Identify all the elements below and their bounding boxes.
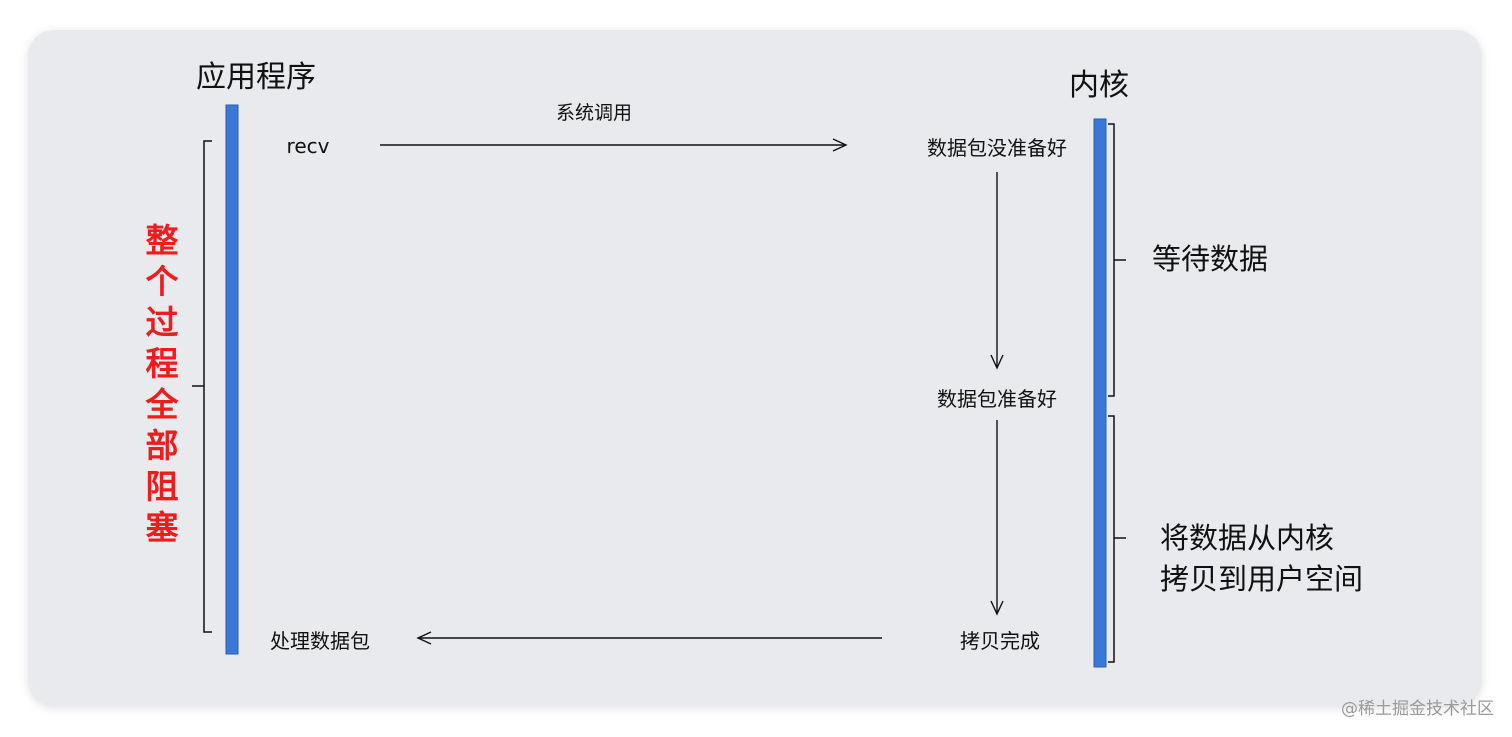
recv-label: recv [286,134,330,158]
app-timeline-bar [225,104,239,655]
packet-ready-label: 数据包准备好 [937,387,1057,411]
blocking-note: 整个过程全部阻塞 [145,221,179,547]
diagram-panel [28,30,1482,706]
process-packet-label: 处理数据包 [270,629,370,653]
packet-not-ready-label: 数据包没准备好 [927,136,1067,160]
copy-phase-label-line1: 将数据从内核 [1160,521,1335,555]
syscall-label: 系统调用 [555,102,633,124]
wait-phase-bracket [1108,123,1126,397]
wait-phase-label: 等待数据 [1152,242,1269,276]
copy-done-label: 拷贝完成 [960,629,1040,653]
kernel-timeline-bar [1093,118,1107,668]
app-column-title: 应用程序 [196,60,316,95]
blocking-bracket [192,140,212,633]
watermark: @稀土掘金技术社区 [1341,699,1494,719]
copy-phase-label-line2: 拷贝到用户空间 [1160,562,1364,596]
copy-phase-bracket [1108,415,1126,663]
kernel-column-title: 内核 [1069,68,1129,103]
